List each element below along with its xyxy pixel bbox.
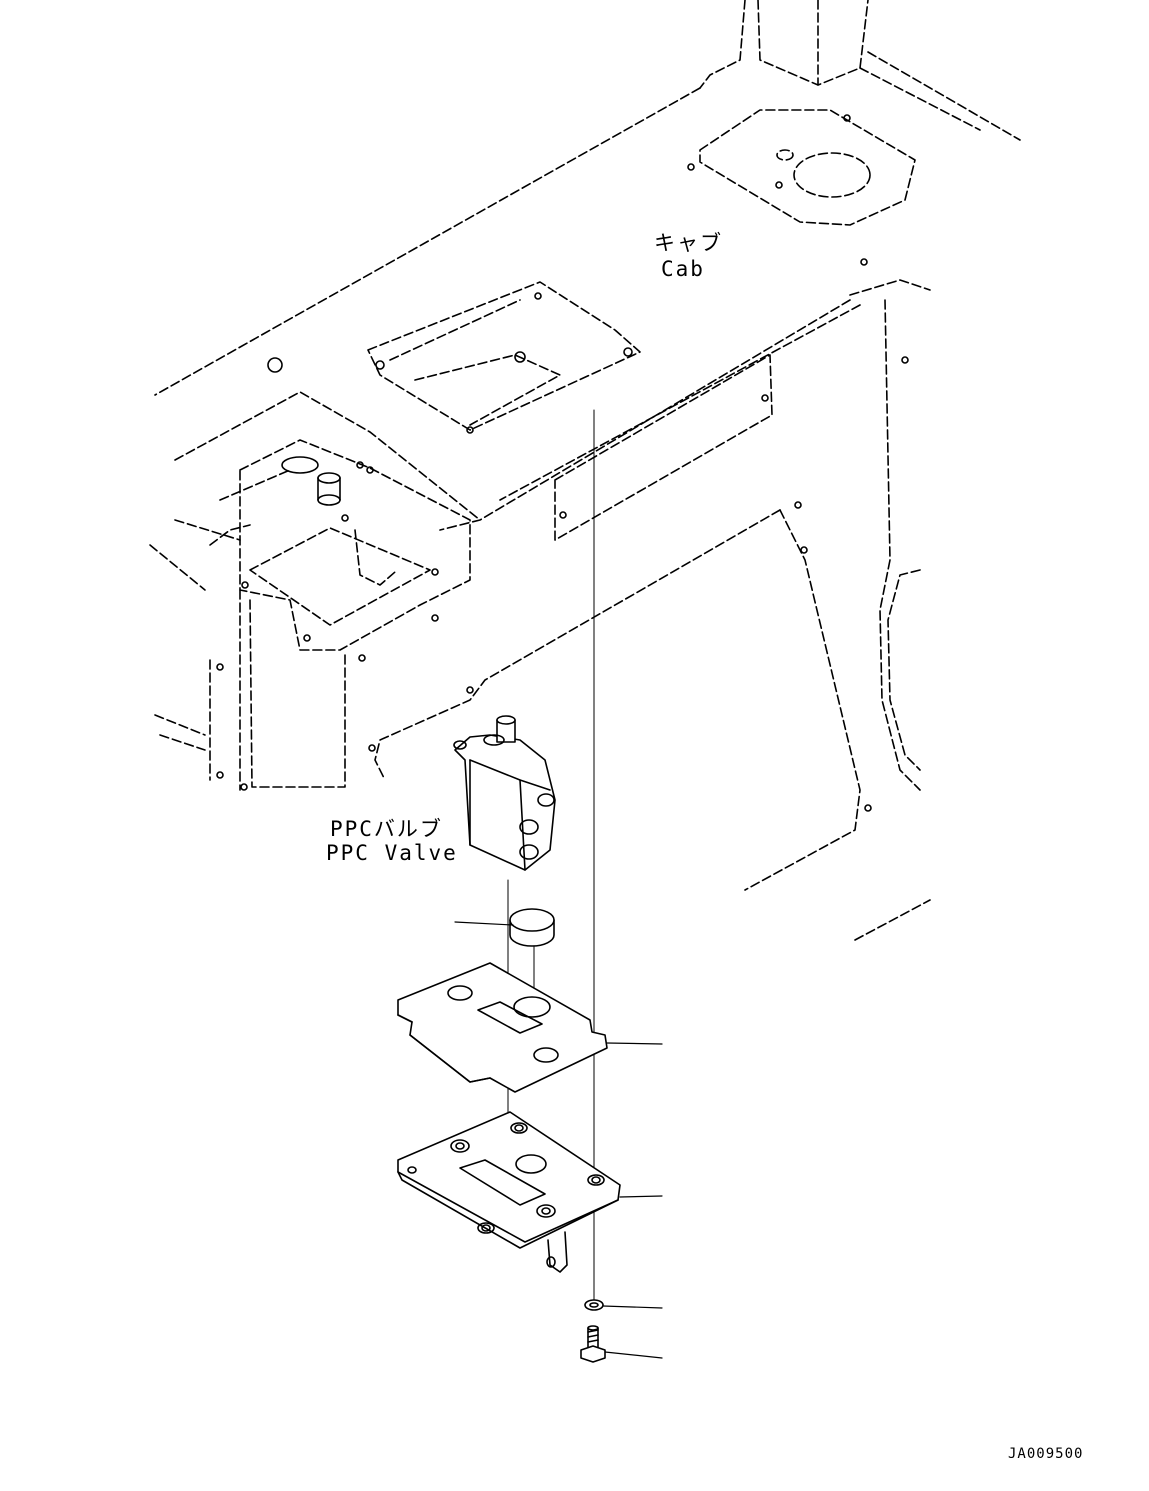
bolt-part — [580, 1325, 606, 1363]
bracket-plate-part — [397, 1111, 621, 1273]
cab-structure — [149, 0, 1021, 941]
leader-boot — [454, 921, 514, 926]
cab-label-jp: キャブ — [654, 231, 723, 255]
ppc-valve — [453, 715, 556, 871]
washer-part — [584, 1299, 604, 1311]
leader-bolt — [604, 1351, 663, 1359]
leader-lines — [454, 921, 663, 1359]
leader-bracket — [619, 1195, 663, 1198]
ppc-valve-label-en: PPC Valve — [326, 841, 458, 865]
cover-plate-part — [397, 962, 608, 1093]
drawing-code: JA009500 — [1008, 1446, 1083, 1462]
boot-part — [509, 908, 555, 947]
leader-washer — [602, 1305, 663, 1309]
cab-label-en: Cab — [661, 257, 705, 281]
ppc-valve-label-jp: PPCバルブ — [330, 817, 443, 841]
leader-cover — [606, 1042, 663, 1045]
